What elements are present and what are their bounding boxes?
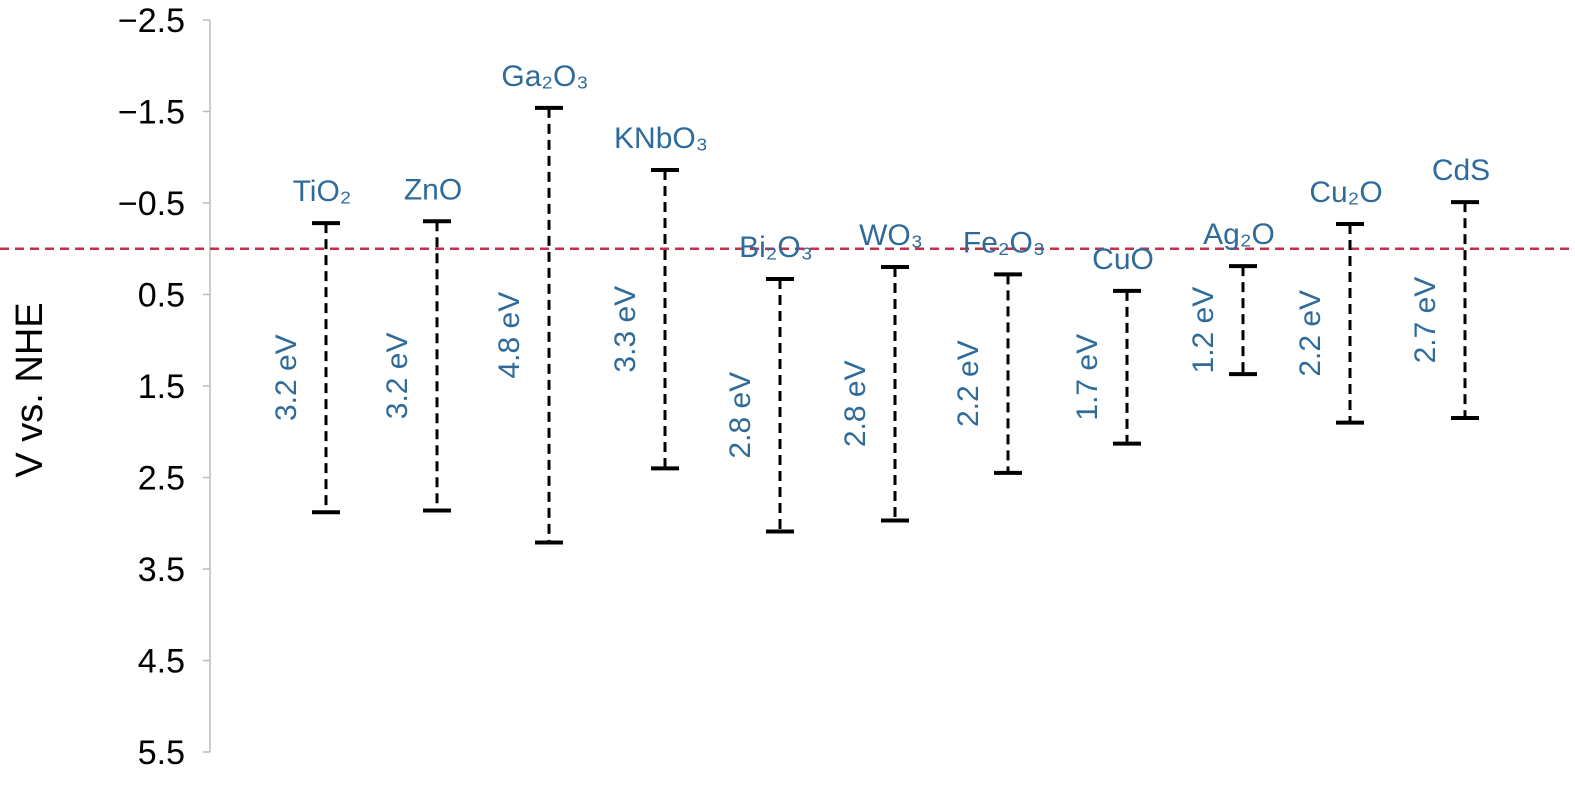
band-gap-label: 3.2 eV bbox=[270, 334, 303, 421]
material-label: Fe₂O₃ bbox=[963, 226, 1045, 259]
y-tick-label: 1.5 bbox=[138, 368, 185, 406]
band-gap-label: 2.7 eV bbox=[1409, 277, 1442, 364]
material-label: TiO₂ bbox=[293, 175, 352, 208]
band-gap-label: 4.8 eV bbox=[493, 292, 526, 379]
band-gap-label: 2.2 eV bbox=[1294, 290, 1327, 377]
band-bar-6: Fe₂O₃ 2.2 eV bbox=[952, 226, 1045, 475]
material-label: Cu₂O bbox=[1309, 176, 1382, 209]
y-tick-label: −2.5 bbox=[118, 2, 185, 40]
band-bar-10: CdS 2.7 eV bbox=[1409, 154, 1490, 421]
bars: TiO₂ 3.2 eV ZnO 3.2 eV Ga₂O₃ 4.8 eV KNbO₃ 3.3 e… bbox=[270, 60, 1490, 545]
band-bar-7: CuO 1.7 eV bbox=[1071, 243, 1154, 446]
band-gap-label: 2.2 eV bbox=[952, 340, 985, 427]
y-axis: −2.5 −1.5 −0.5 0.5 1.5 2.5 3.5 4.5 5.5 bbox=[118, 2, 211, 772]
material-label: ZnO bbox=[404, 173, 462, 206]
y-tick-label: 2.5 bbox=[138, 460, 185, 498]
band-gap-label: 3.2 eV bbox=[381, 333, 414, 420]
material-label: WO₃ bbox=[859, 219, 923, 252]
band-bar-4: Bi₂O₃ 2.8 eV bbox=[724, 231, 813, 534]
material-label: CdS bbox=[1432, 154, 1490, 187]
y-tick-label: −1.5 bbox=[118, 94, 185, 132]
band-bar-3: KNbO₃ 3.3 eV bbox=[609, 122, 708, 471]
y-tick-label: 4.5 bbox=[138, 643, 185, 681]
y-axis-label: V vs. NHE bbox=[9, 302, 51, 477]
band-bar-1: ZnO 3.2 eV bbox=[381, 173, 462, 513]
band-gap-label: 1.7 eV bbox=[1071, 334, 1104, 421]
band-gap-label: 1.2 eV bbox=[1187, 287, 1220, 374]
band-bar-5: WO₃ 2.8 eV bbox=[839, 219, 923, 523]
band-bar-9: Cu₂O 2.2 eV bbox=[1294, 176, 1383, 425]
band-bar-2: Ga₂O₃ 4.8 eV bbox=[493, 60, 589, 545]
band-gap-label: 3.3 eV bbox=[609, 286, 642, 373]
band-bar-0: TiO₂ 3.2 eV bbox=[270, 175, 352, 515]
band-gap-label: 2.8 eV bbox=[839, 360, 872, 447]
material-label: Bi₂O₃ bbox=[739, 231, 813, 264]
band-bar-8: Ag₂O 1.2 eV bbox=[1187, 218, 1275, 377]
y-tick-label: 5.5 bbox=[138, 734, 185, 772]
material-label: KNbO₃ bbox=[614, 122, 708, 155]
y-tick-label: 0.5 bbox=[138, 277, 185, 315]
y-tick-label: −0.5 bbox=[118, 185, 185, 223]
material-label: Ga₂O₃ bbox=[501, 60, 588, 93]
y-tick-label: 3.5 bbox=[138, 551, 185, 589]
band-gap-label: 2.8 eV bbox=[724, 372, 757, 459]
material-label: Ag₂O bbox=[1203, 218, 1275, 251]
material-label: CuO bbox=[1092, 243, 1154, 276]
